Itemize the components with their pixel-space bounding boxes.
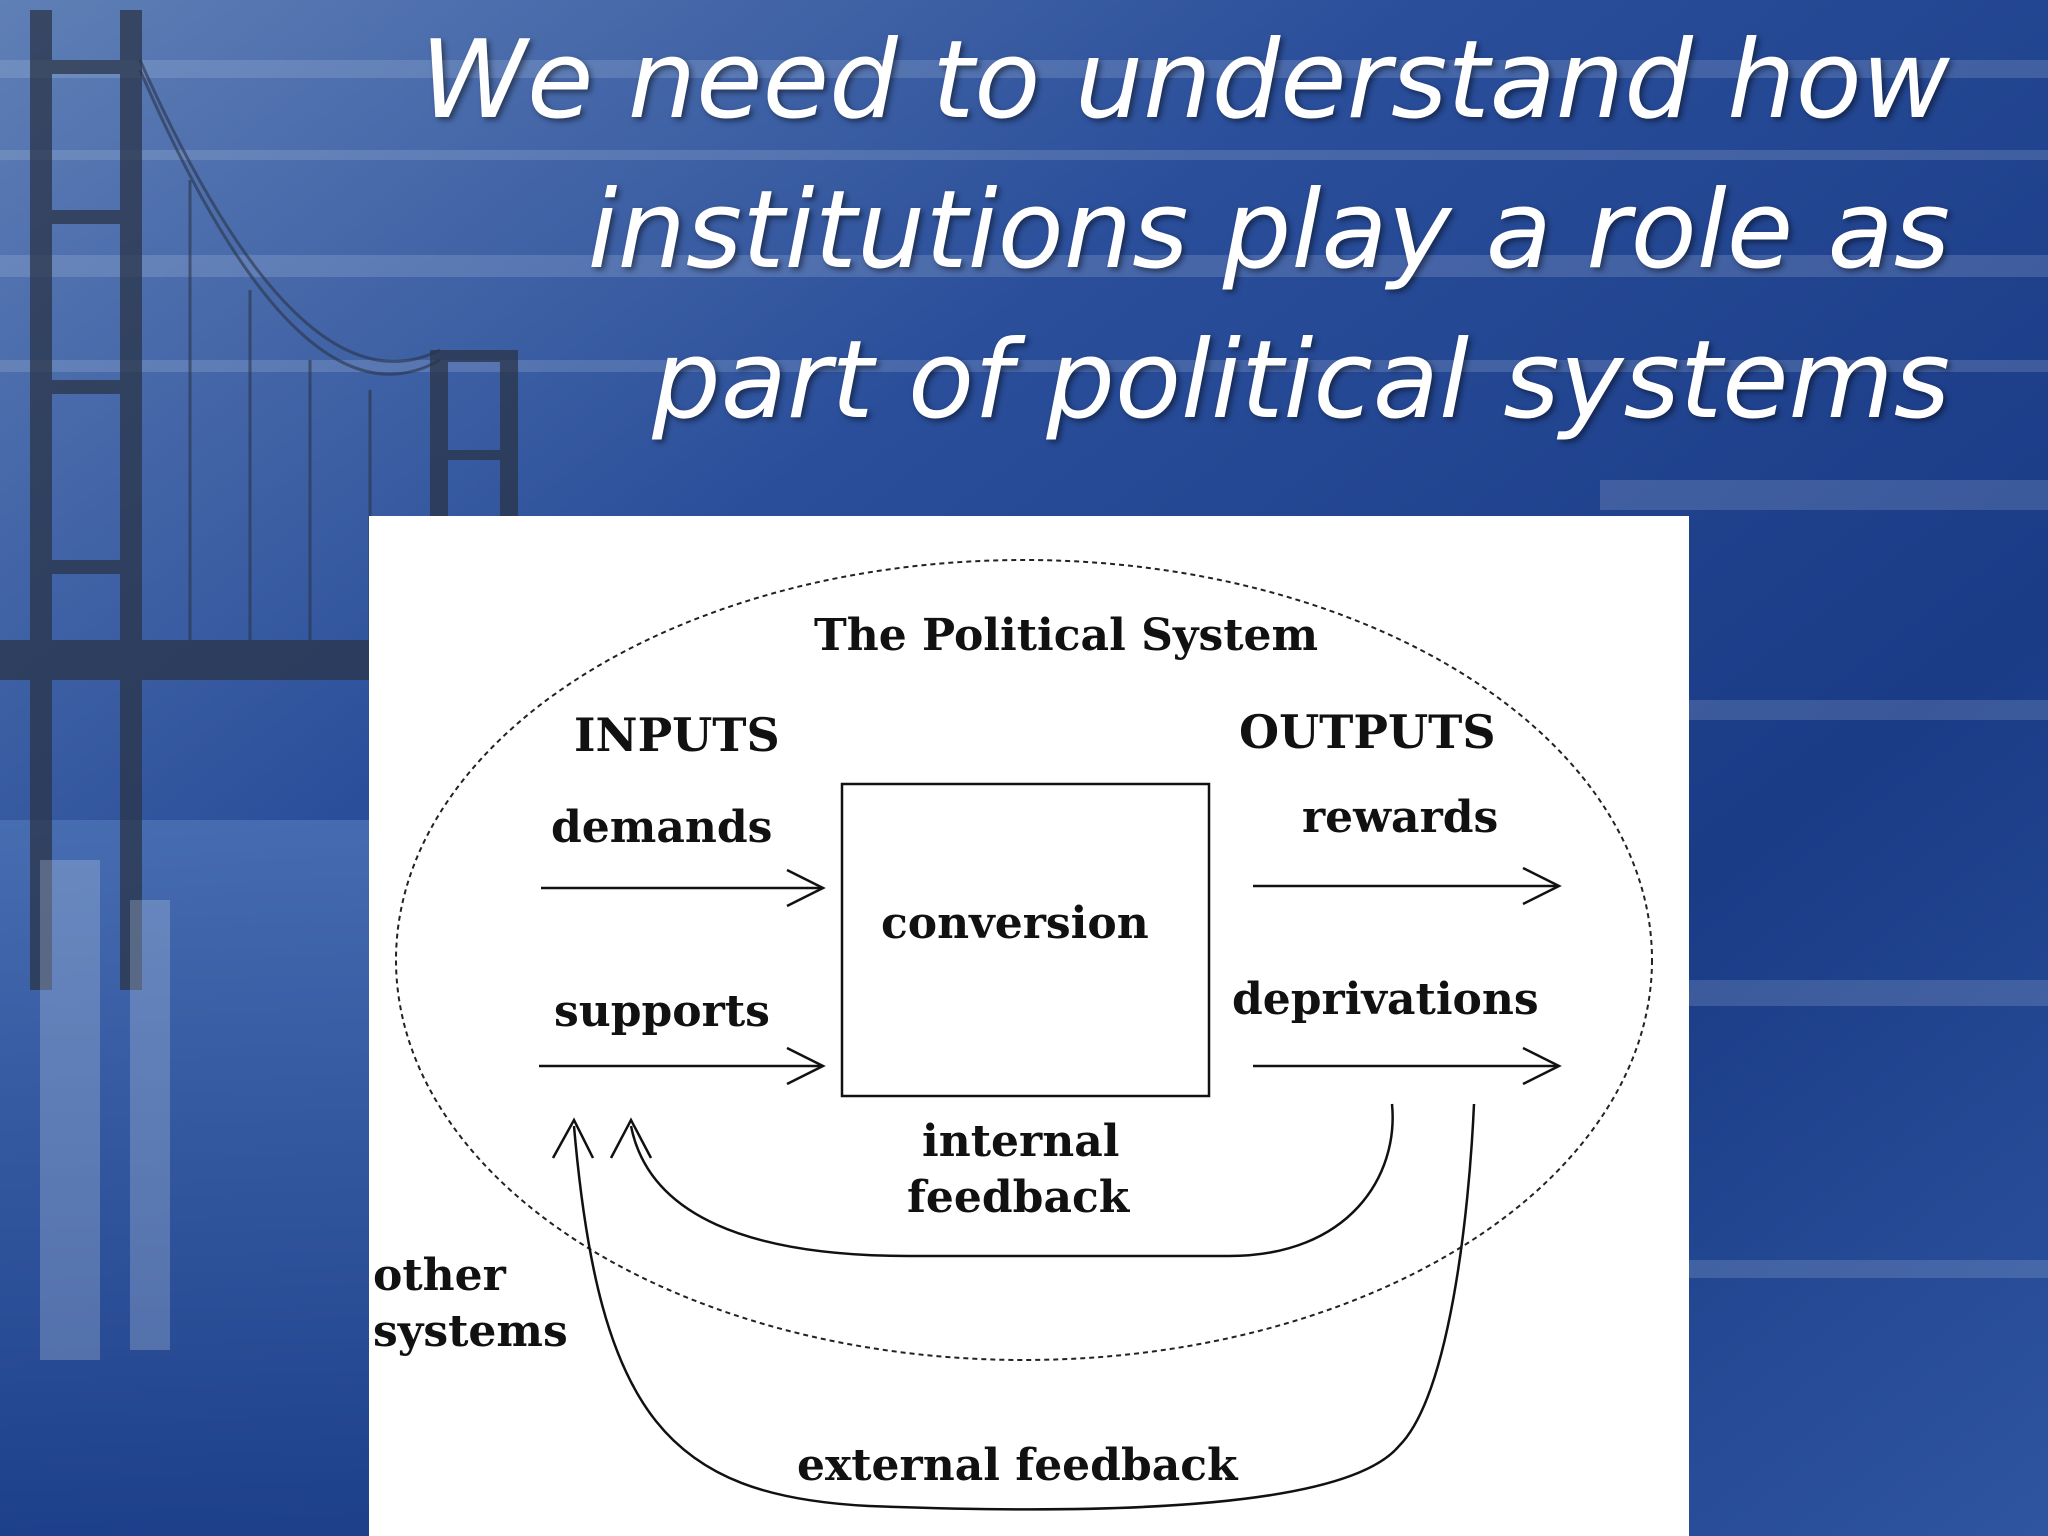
external-feedback-arrowhead (551, 1117, 595, 1159)
deprivations-arrow (1253, 1046, 1562, 1086)
rewards-arrow (1253, 866, 1562, 906)
other-systems-label-1: other (373, 1250, 507, 1301)
inputs-heading: INPUTS (574, 708, 780, 762)
political-system-diagram: The Political System INPUTS OUTPUTS conv… (369, 516, 1689, 1536)
internal-feedback-curve (629, 1103, 1394, 1258)
conversion-box (840, 782, 1211, 1098)
output-deprivations-label: deprivations (1232, 974, 1539, 1025)
slide-title-line-3: part of political systems (652, 318, 1950, 443)
demands-arrow (541, 868, 826, 908)
output-rewards-label: rewards (1302, 792, 1498, 843)
internal-feedback-arrowhead (609, 1117, 653, 1159)
supports-arrow (539, 1046, 826, 1086)
internal-feedback-label-1: internal (922, 1116, 1119, 1167)
input-supports-label: supports (554, 986, 770, 1037)
slide-title-line-2: institutions play a role as (587, 168, 1950, 293)
slide-title-line-1: We need to understand how (420, 18, 1950, 143)
system-title: The Political System (814, 610, 1318, 661)
other-systems-label-2: systems (373, 1306, 568, 1357)
input-demands-label: demands (551, 802, 772, 853)
slide-title: We need to understand how institutions p… (300, 6, 1950, 456)
system-boundary-ellipse (395, 559, 1653, 1361)
diagram-canvas: The Political System INPUTS OUTPUTS conv… (373, 559, 1653, 1511)
conversion-label: conversion (881, 898, 1149, 949)
external-feedback-label: external feedback (797, 1440, 1239, 1491)
external-feedback-curve (572, 1103, 1476, 1511)
outputs-heading: OUTPUTS (1239, 705, 1496, 759)
internal-feedback-label-2: feedback (907, 1172, 1131, 1223)
